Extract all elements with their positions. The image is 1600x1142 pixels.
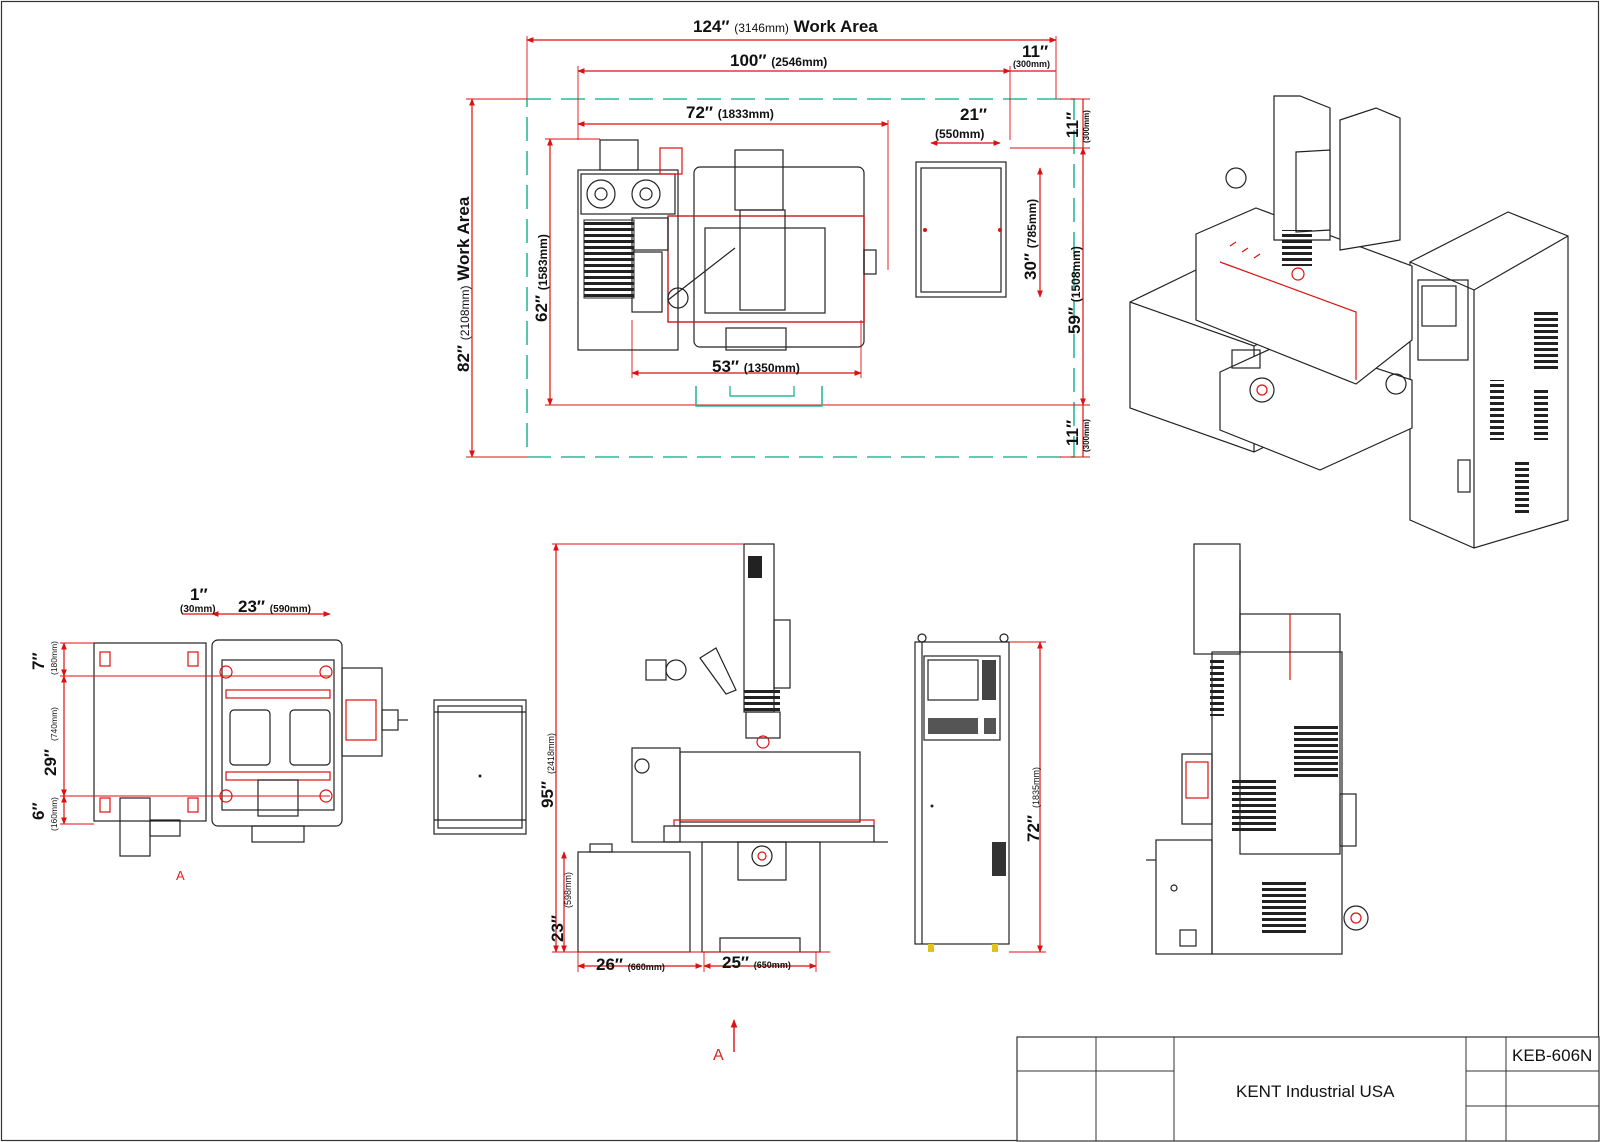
section-mark-front: A	[713, 1047, 724, 1064]
label-machine-depth: 62″ (1583mm)	[532, 234, 551, 322]
svg-text:11″: 11″	[1063, 112, 1082, 138]
top-plan-view	[466, 36, 1090, 458]
label-table-width: 53″ (1350mm)	[712, 357, 800, 376]
svg-text:30″ (785mm): 30″ (785mm)	[1021, 199, 1040, 280]
label-side-gap: 1″	[190, 585, 208, 604]
svg-text:(300mm): (300mm)	[1082, 419, 1091, 452]
svg-text:6″: 6″	[29, 802, 48, 820]
label-tank-height: 23″	[548, 915, 567, 942]
label-cabinet-width: 21″	[960, 105, 987, 124]
svg-text:(160mm): (160mm)	[49, 797, 59, 831]
svg-text:82″ (2108mm) Work Area: 82″ (2108mm) Work Area	[454, 196, 473, 372]
label-front-height-metric: (2418mm)	[546, 733, 556, 774]
title-block: KENT Industrial USA KEB-606N	[1016, 1036, 1600, 1142]
label-side-depth-metric: (740mm)	[49, 707, 59, 741]
left-section-view: 1″ (30mm) 23″ (590mm) 7″ (180mm) 29″ (74…	[29, 585, 408, 883]
svg-text:(1835mm): (1835mm)	[1031, 767, 1041, 808]
label-front-height: 95″	[538, 781, 557, 808]
svg-text:(740mm): (740mm)	[49, 707, 59, 741]
label-machine-width: 72″ (1833mm)	[686, 103, 774, 122]
label-overall-depth: 59″ (1508mm)	[1065, 246, 1084, 334]
section-mark-left: A	[176, 868, 185, 883]
top-view-labels: 124″ (3146mm) Work Area 100″ (2546mm) 11…	[454, 17, 1091, 452]
cabinet-front-view: 72″ (1835mm)	[914, 633, 1046, 953]
svg-text:59″ (1508mm): 59″ (1508mm)	[1065, 246, 1084, 334]
label-clearance-vertical-bottom-metric: (300mm)	[1082, 419, 1091, 452]
svg-text:62″ (1583mm): 62″ (1583mm)	[532, 234, 551, 322]
label-top-offset-metric: (180mm)	[49, 641, 59, 675]
label-cabinet-height-metric: (1835mm)	[1031, 767, 1041, 808]
label-cabinet-width-metric: (550mm)	[935, 127, 984, 141]
label-bottom-offset-metric: (160mm)	[49, 797, 59, 831]
front-view: 95″ (2418mm) 23″ (598mm) 26″ (660mm) 25″…	[538, 543, 888, 1064]
label-clearance-vertical-top-metric: (300mm)	[1082, 110, 1091, 143]
label-top-offset: 7″	[29, 652, 48, 670]
svg-text:23″: 23″	[548, 915, 567, 942]
svg-text:(598mm): (598mm)	[563, 872, 573, 908]
svg-text:95″: 95″	[538, 781, 557, 808]
label-side-width: 23″ (590mm)	[238, 597, 311, 616]
svg-text:(300mm): (300mm)	[1082, 110, 1091, 143]
svg-text:11″: 11″	[1063, 420, 1082, 446]
label-work-area-depth: 82″ (2108mm) Work Area	[454, 196, 473, 372]
svg-text:29″: 29″	[41, 749, 60, 776]
label-tank-height-metric: (598mm)	[563, 872, 573, 908]
label-clearance-vertical-top: 11″	[1063, 112, 1082, 138]
label-cabinet-height: 72″	[1024, 815, 1043, 842]
svg-text:7″: 7″	[29, 652, 48, 670]
work-area-boundary	[526, 98, 1075, 458]
label-tank-width: 26″ (660mm)	[596, 955, 665, 974]
label-side-gap-metric: (30mm)	[180, 604, 216, 615]
label-side-depth: 29″	[41, 749, 60, 776]
label-clearance-right-top: 11″	[1022, 42, 1048, 61]
title-block-model: KEB-606N	[1512, 1046, 1592, 1065]
label-bottom-offset: 6″	[29, 802, 48, 820]
right-side-view	[1146, 543, 1369, 955]
svg-text:(2418mm): (2418mm)	[546, 733, 556, 774]
label-cabinet-depth: 30″ (785mm)	[1021, 199, 1040, 280]
cabinet-top-view	[433, 699, 527, 835]
svg-text:72″: 72″	[1024, 815, 1043, 842]
label-overall-width: 100″ (2546mm)	[730, 51, 827, 70]
title-block-company: KENT Industrial USA	[1236, 1082, 1395, 1101]
label-clearance-vertical-bottom: 11″	[1063, 420, 1082, 446]
label-work-area-width: 124″ (3146mm) Work Area	[693, 17, 878, 36]
label-clearance-right-top-metric: (300mm)	[1013, 59, 1050, 69]
isometric-view	[1129, 95, 1569, 549]
label-base-width: 25″ (650mm)	[722, 953, 791, 972]
svg-text:(180mm): (180mm)	[49, 641, 59, 675]
